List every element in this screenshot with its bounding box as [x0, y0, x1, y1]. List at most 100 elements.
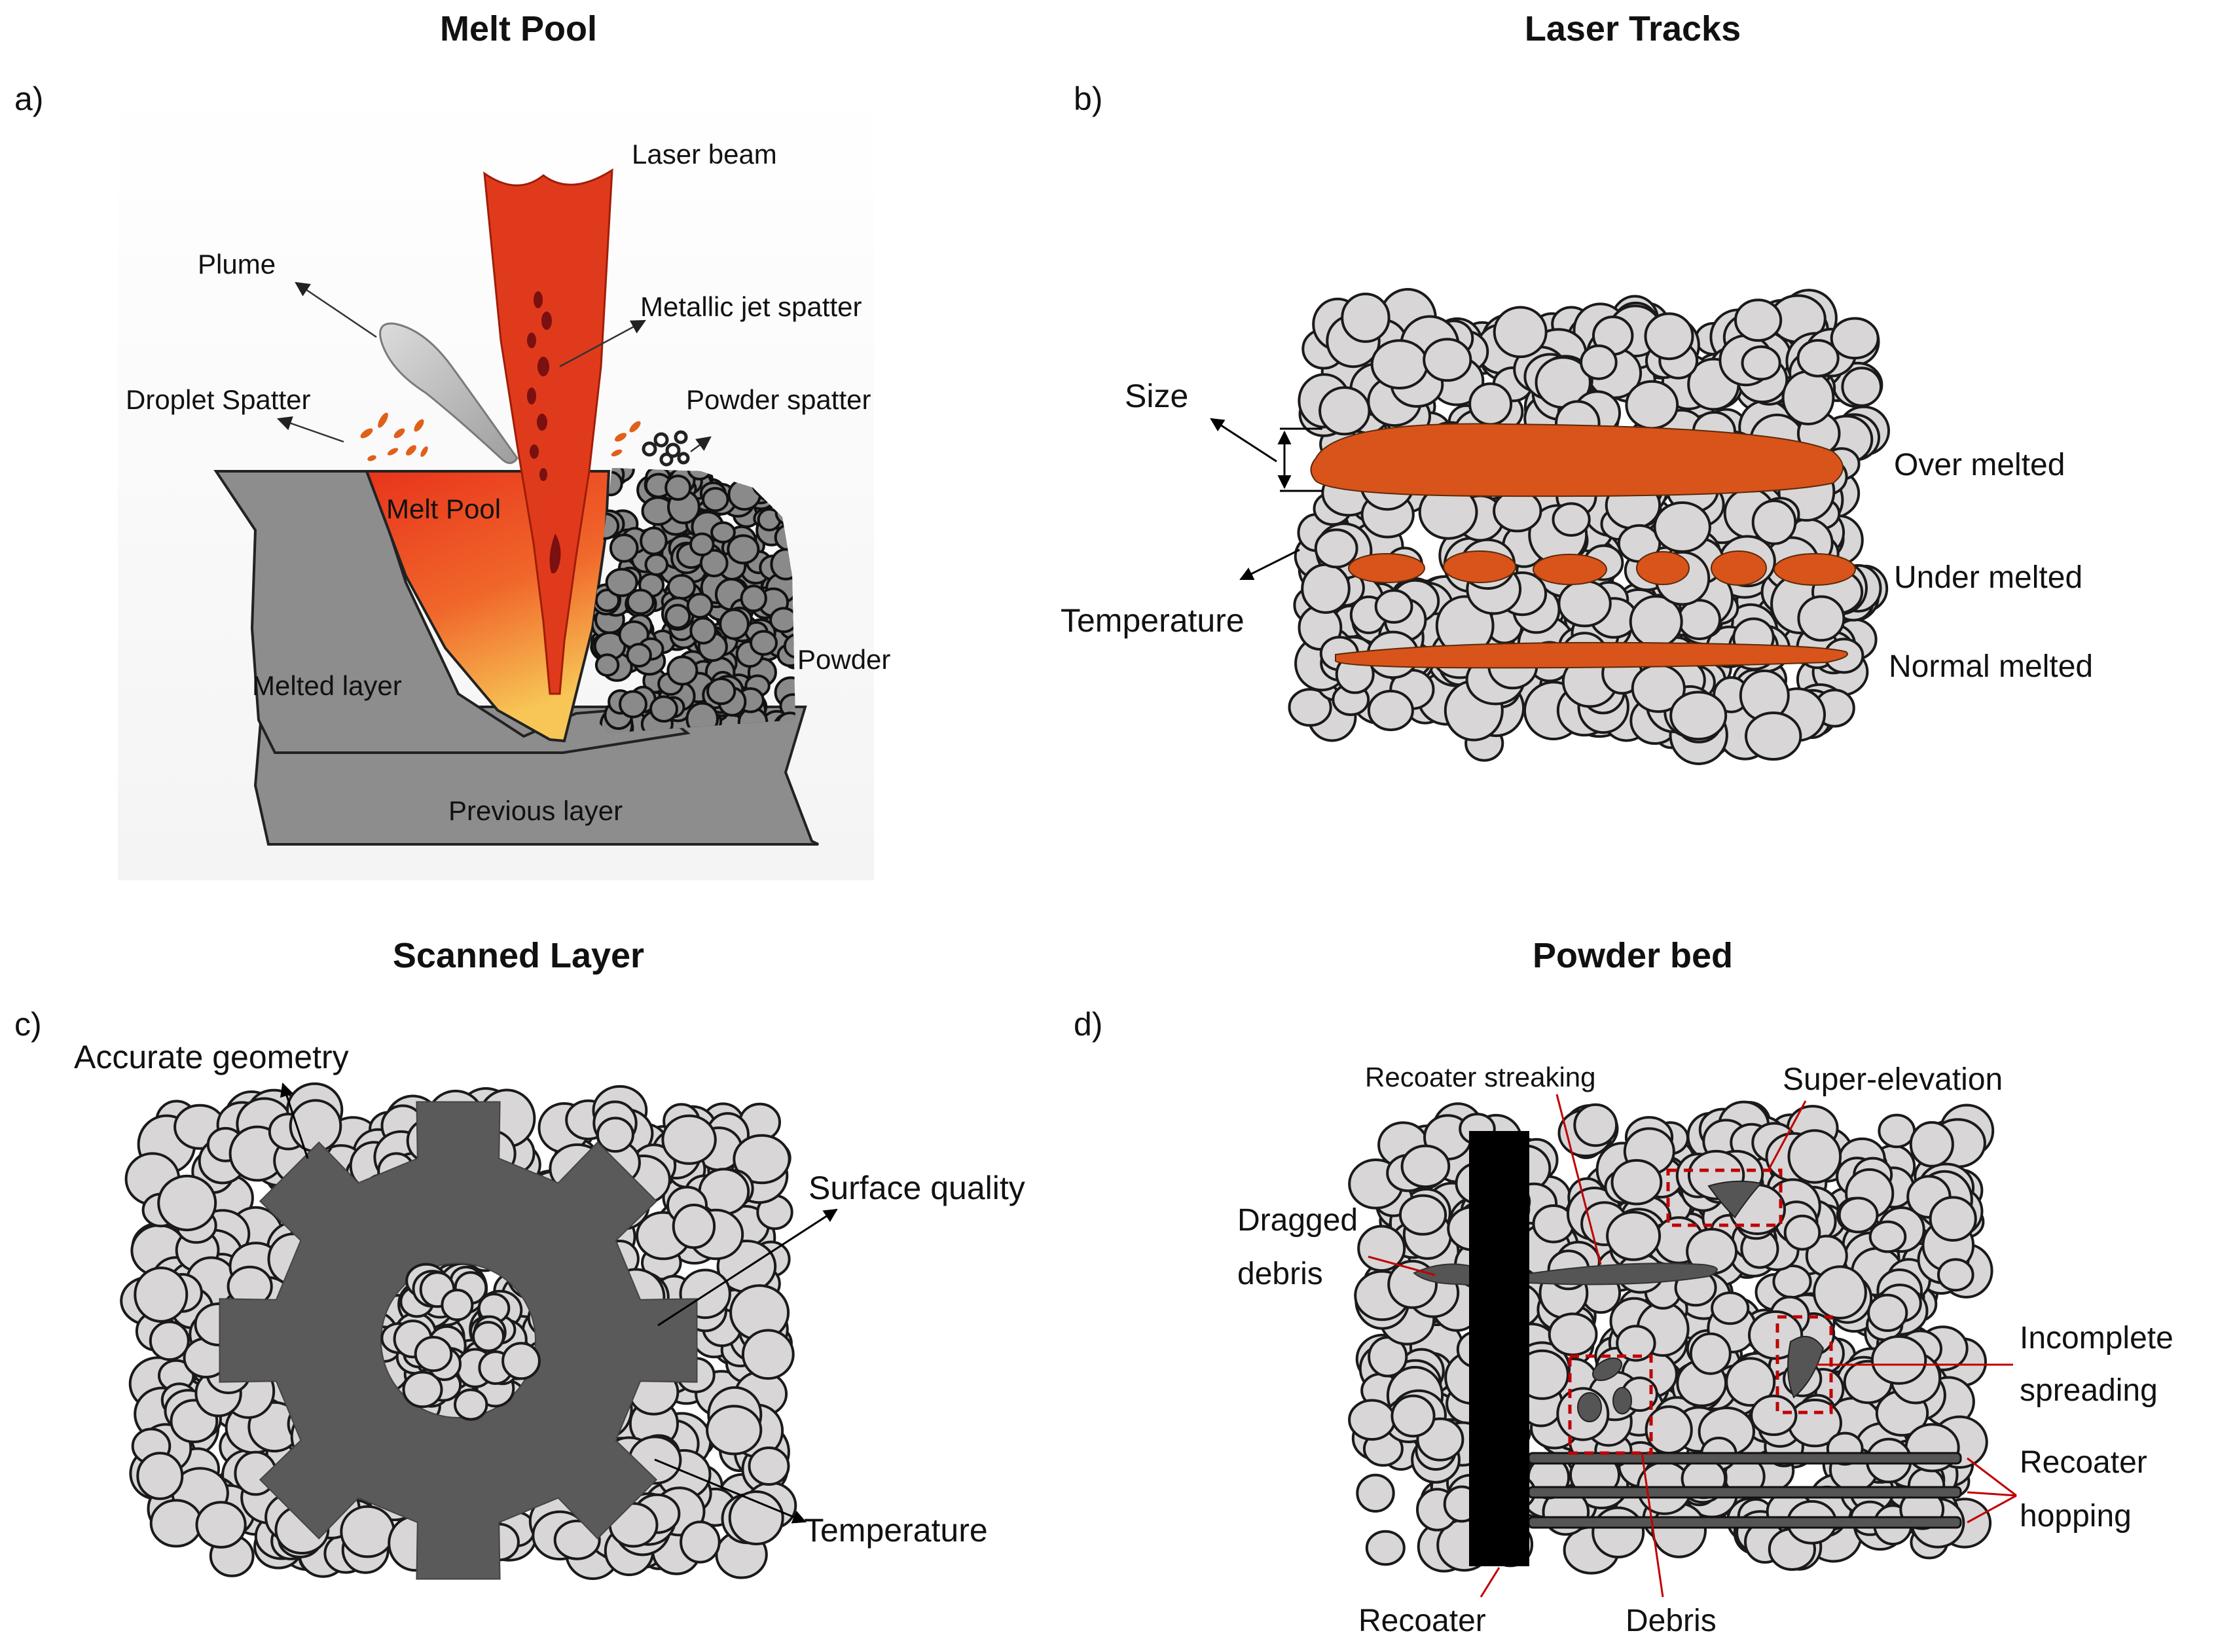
panel-c: Scanned Layer c) Accurate geometry Surfa… [14, 936, 1025, 1581]
powder-particle [1610, 1158, 1663, 1206]
powder-particle [740, 584, 767, 613]
powder-particles-b [1288, 288, 1891, 765]
label-under-melted: Under melted [1894, 560, 2082, 595]
recoater-blade [1469, 1131, 1529, 1566]
panel-a: Melt Pool a) [14, 9, 890, 880]
droplet-spatter [360, 412, 428, 461]
powder-particle [672, 1204, 716, 1249]
powder-particle [689, 532, 715, 556]
powder-particle [1838, 1196, 1879, 1234]
powder-particle [1616, 1325, 1656, 1362]
label-super-elevation: Super-elevation [1783, 1062, 2003, 1097]
powder-particle [1741, 345, 1781, 381]
label-surface-quality: Surface quality [809, 1170, 1025, 1206]
label-laser-beam: Laser beam [632, 139, 777, 170]
label-recoater-hopping-line1: Recoater [2020, 1445, 2147, 1480]
label-dragged-debris-line2: debris [1237, 1257, 1323, 1291]
powder-particle [1400, 1144, 1451, 1189]
powder-particle [626, 643, 652, 668]
powder-particle [1929, 1196, 1977, 1242]
laser-tracks [1310, 423, 1856, 669]
powder-particle [157, 1174, 217, 1232]
powder-particle [1878, 1113, 1916, 1149]
powder-particle [609, 533, 639, 563]
powder-particle [748, 1446, 790, 1486]
powder-particle [1318, 386, 1371, 436]
powder-particle [594, 653, 620, 677]
powder-particle [596, 1117, 634, 1153]
powder-particle [1711, 1291, 1750, 1325]
track-over-melted [1310, 423, 1844, 497]
powder-particle [702, 487, 729, 512]
powder-particle [1645, 1405, 1693, 1455]
label-debris: Debris [1626, 1604, 1717, 1638]
powder-particles-d [1348, 1100, 1995, 1575]
powder-particle [1669, 691, 1728, 741]
powder-particle [1493, 306, 1548, 359]
powder-particle [1548, 1312, 1598, 1356]
powder-particle [1423, 338, 1472, 382]
label-melted-layer: Melted layer [252, 670, 402, 701]
powder-particle [706, 677, 736, 706]
panel-b-letter: b) [1074, 81, 1102, 117]
powder-particle [783, 633, 795, 659]
powder-particle [1374, 589, 1413, 624]
powder-particle [626, 588, 655, 615]
powder-particle [1781, 370, 1835, 425]
powder-particle [1653, 501, 1711, 553]
powder-particle [340, 1505, 395, 1558]
powder-particle [1557, 579, 1612, 628]
powder-particle [666, 655, 699, 686]
track-normal-melted [1335, 641, 1848, 669]
debris-chunks [1577, 1357, 1632, 1422]
powder-particle [402, 1371, 443, 1409]
powder-particle [1606, 1211, 1662, 1261]
powder-particle [553, 1519, 601, 1560]
powder-particle [1348, 1399, 1396, 1441]
powder-particle [1830, 317, 1880, 360]
label-droplet-spatter: Droplet Spatter [126, 384, 310, 415]
powder-particle [1468, 382, 1513, 426]
powder-particle [1748, 1310, 1804, 1360]
powder-particle [414, 1336, 453, 1373]
powder-particle [1745, 711, 1802, 761]
powder-particle [149, 1499, 203, 1548]
label-powder: Powder [797, 644, 890, 675]
powder-particle [1573, 1103, 1618, 1147]
powder-particle [1644, 312, 1694, 361]
powder-particle [1370, 339, 1429, 389]
powder-particle [195, 1501, 247, 1549]
powder-particle [1751, 499, 1797, 545]
powder-particle [699, 548, 729, 578]
panel-d: Powder bed d) [1074, 936, 2173, 1638]
label-accurate-geometry: Accurate geometry [74, 1039, 349, 1075]
powder-particle [1868, 1220, 1907, 1253]
powder-particle [686, 592, 714, 619]
powder-particle [769, 607, 795, 634]
label-plume: Plume [198, 249, 276, 279]
panel-a-leader-arrows [276, 281, 712, 453]
gear-hole-powder [380, 1263, 541, 1421]
powder-particle [1734, 298, 1783, 342]
label-previous-layer: Previous layer [448, 795, 623, 826]
label-temperature-c: Temperature [804, 1512, 988, 1549]
panel-b-title: Laser Tracks [1525, 9, 1741, 48]
label-incomplete-spreading-line2: spreading [2020, 1373, 2158, 1408]
label-melt-pool: Melt Pool [386, 494, 501, 524]
powder-spatter [611, 421, 690, 467]
powder-particle [710, 521, 736, 544]
powder-particle [1357, 1225, 1406, 1272]
powder-particle [472, 1321, 505, 1352]
powder-particle [719, 608, 750, 640]
powder-particle [501, 1342, 541, 1380]
panel-d-letter: d) [1074, 1006, 1102, 1043]
powder-particle [644, 553, 669, 576]
powder-particle [1787, 1129, 1842, 1184]
metallic-jet-spatter [527, 291, 561, 573]
panel-a-title: Melt Pool [440, 9, 597, 48]
label-temperature-b: Temperature [1061, 602, 1245, 639]
powder-particle [1391, 1394, 1436, 1438]
box-debris [1568, 1354, 1653, 1455]
powder-particle [741, 1329, 795, 1380]
